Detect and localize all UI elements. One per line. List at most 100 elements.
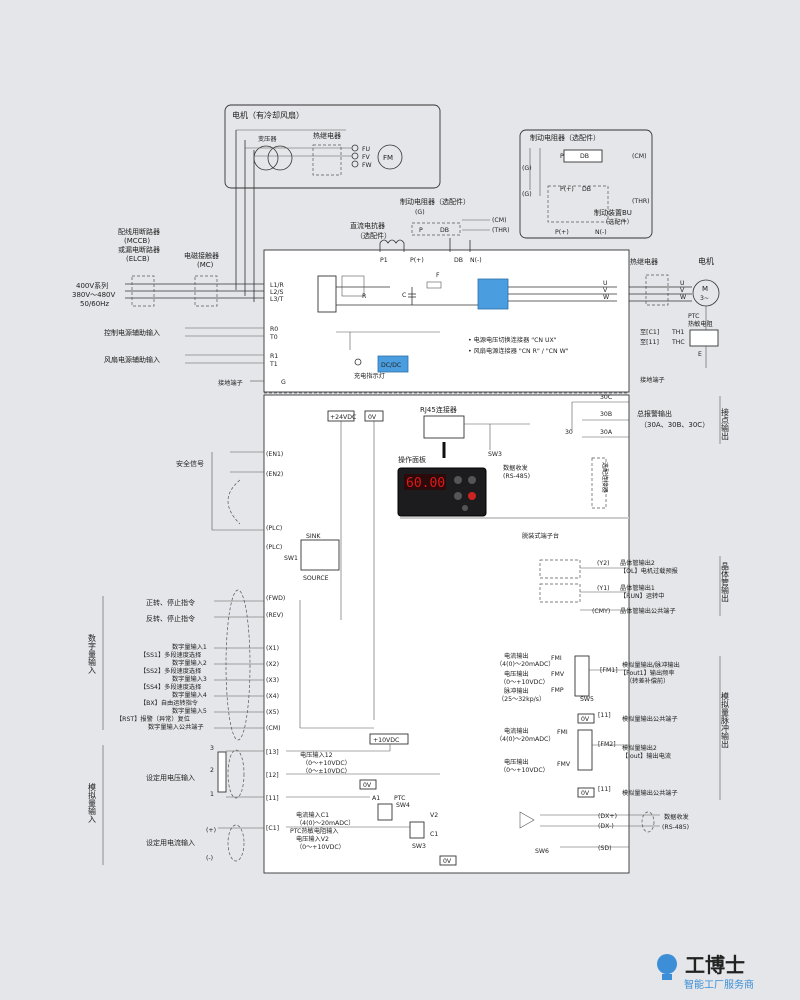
fan-aux-label: 风扇电源辅助输入 [104, 355, 160, 364]
svg-text:(PLC): (PLC) [266, 525, 282, 532]
option-connector-label: 选配连接器 [601, 462, 609, 494]
terminal-block-label: 脱装式端子台 [522, 532, 559, 540]
sw1-switch[interactable] [300, 539, 340, 571]
svg-text:[12]: [12] [266, 772, 279, 779]
brand-tagline: 智能工厂服务商 [684, 978, 754, 991]
svg-text:L2/S: L2/S [270, 289, 283, 296]
svg-text:晶体管输出: 晶体管输出 [721, 562, 730, 603]
thermal-relay-label: 热继电器 [313, 131, 341, 140]
svg-text:(G): (G) [522, 191, 532, 198]
svg-text:或漏电断路器: 或漏电断路器 [118, 245, 160, 254]
sw5-switch[interactable] [574, 655, 590, 697]
svg-text:(MC): (MC) [197, 261, 214, 269]
svg-text:【SS1】多段速度选择: 【SS1】多段速度选择 [140, 651, 202, 659]
svg-text:PTC热敏电阻输入: PTC热敏电阻输入 [290, 827, 339, 835]
svg-text:（0～+10VDC）: （0～+10VDC） [500, 767, 549, 774]
svg-text:(CM): (CM) [266, 725, 281, 732]
svg-text:数字量输入1: 数字量输入1 [172, 643, 207, 651]
svg-text:[FM1]: [FM1] [600, 667, 618, 674]
svg-text:(PLC): (PLC) [266, 544, 282, 551]
svg-text:FMI: FMI [557, 729, 568, 736]
svg-text:DB: DB [454, 257, 463, 264]
svg-text:R1: R1 [270, 353, 278, 360]
svg-text:TH1: TH1 [671, 329, 684, 336]
ctrl-aux-label: 控制电源辅助输入 [104, 328, 160, 337]
svg-text:数字量输入5: 数字量输入5 [172, 707, 207, 715]
svg-text:数字量输入公共端子: 数字量输入公共端子 [148, 723, 204, 731]
alarm-output-label: 总报警输出 [637, 409, 672, 418]
svg-text:(DX+): (DX+) [598, 813, 617, 820]
svg-text:（25～32kp/s）: （25～32kp/s） [498, 696, 545, 703]
svg-text:N(-): N(-) [470, 257, 482, 264]
svg-text:电流输出: 电流输出 [504, 652, 529, 660]
inverter-module [477, 278, 509, 310]
svg-text:(X1): (X1) [266, 645, 279, 652]
svg-text:30A: 30A [600, 429, 613, 436]
svg-text:DB: DB [580, 153, 589, 160]
x-labels: 数字量输入1 【SS1】多段速度选择 数字量输入2 【SS2】多段速度选择 数字… [116, 643, 207, 731]
svg-text:DC/DC: DC/DC [381, 362, 401, 369]
svg-text:模拟量输入: 模拟量输入 [88, 782, 97, 823]
svg-text:FMV: FMV [557, 761, 571, 768]
charge-lamp-label: 充电指示灯 [354, 372, 385, 380]
svg-text:（0～+10VDC）: （0～+10VDC） [296, 844, 345, 851]
ground-label-left: 接地端子 [218, 379, 243, 387]
contact-output-side: 接点输出 [721, 407, 730, 441]
v10-label: +10VDC [373, 737, 399, 744]
svg-text:C1: C1 [430, 831, 438, 838]
svg-text:模拟量输出/脉冲输出: 模拟量输出/脉冲输出 [622, 661, 680, 669]
voltage-label-1: 400V系列 [76, 281, 108, 290]
svg-text:L1/R: L1/R [270, 282, 284, 289]
mc-symbol [194, 275, 218, 307]
mccb-symbol [131, 275, 155, 307]
rj45-connector [423, 415, 465, 439]
set-voltage-label: 设定用电压输入 [146, 773, 195, 782]
mccb-label-1: 配线用断路器 [118, 227, 160, 236]
svg-text:(X5): (X5) [266, 709, 279, 716]
svg-text:SW5: SW5 [580, 696, 594, 703]
svg-text:（0～+10VDC）: （0～+10VDC） [302, 760, 351, 767]
svg-text:0V: 0V [368, 414, 377, 421]
svg-text:(THR): (THR) [632, 198, 650, 205]
svg-text:（0～+10VDC）: （0～+10VDC） [500, 679, 549, 686]
svg-text:0V: 0V [581, 716, 590, 723]
panel-display: 60.00 [406, 476, 445, 491]
svg-text:【SS2】多段速度选择: 【SS2】多段速度选择 [140, 667, 202, 675]
svg-text:(CMY): (CMY) [592, 608, 610, 615]
svg-text:FMI: FMI [551, 655, 562, 662]
svg-text:FW: FW [362, 162, 372, 169]
svg-text:T1: T1 [269, 361, 278, 368]
svg-text:脉冲输出: 脉冲输出 [504, 687, 529, 695]
rj45-label: RJ45连接器 [420, 405, 457, 414]
svg-text:数字量输入: 数字量输入 [88, 633, 97, 674]
svg-text:(X4): (X4) [266, 693, 279, 700]
svg-text:【BX】自由运转指令: 【BX】自由运转指令 [140, 699, 199, 707]
ground-label-right: 接地端子 [640, 376, 665, 384]
main-circuit-box [263, 249, 630, 393]
svg-text:F: F [436, 272, 440, 279]
svg-text:[13]: [13] [266, 749, 279, 756]
svg-text:SOURCE: SOURCE [303, 575, 329, 582]
mc-label-1: 电磁接触器 [184, 251, 219, 260]
svg-text:PTC: PTC [688, 313, 699, 320]
svg-text:接点输出: 接点输出 [721, 407, 730, 441]
svg-text:（4(0)～20mADC）: （4(0)～20mADC） [296, 820, 354, 827]
svg-text:数字量输入4: 数字量输入4 [172, 691, 207, 699]
svg-text:电压输入V2: 电压输入V2 [296, 835, 329, 843]
svg-text:0V: 0V [581, 790, 590, 797]
svg-text:晶体管输出公共端子: 晶体管输出公共端子 [620, 607, 676, 615]
transistor-output-side: 晶体管输出 [721, 562, 730, 603]
comm-out-label: 数据收发 [664, 813, 689, 821]
svg-text:C: C [402, 292, 406, 299]
svg-text:SW3: SW3 [412, 843, 426, 850]
svg-text:(CM): (CM) [632, 153, 647, 160]
svg-text:FU: FU [362, 146, 370, 153]
svg-text:30B: 30B [600, 411, 612, 418]
svg-text:W: W [603, 294, 609, 301]
sw3-analog-switch[interactable] [409, 821, 425, 839]
svg-text:P1: P1 [380, 257, 388, 264]
svg-text:(RS-485): (RS-485) [662, 824, 689, 831]
svg-text:(CM): (CM) [492, 217, 507, 224]
svg-text:电压输入12: 电压输入12 [300, 751, 333, 759]
